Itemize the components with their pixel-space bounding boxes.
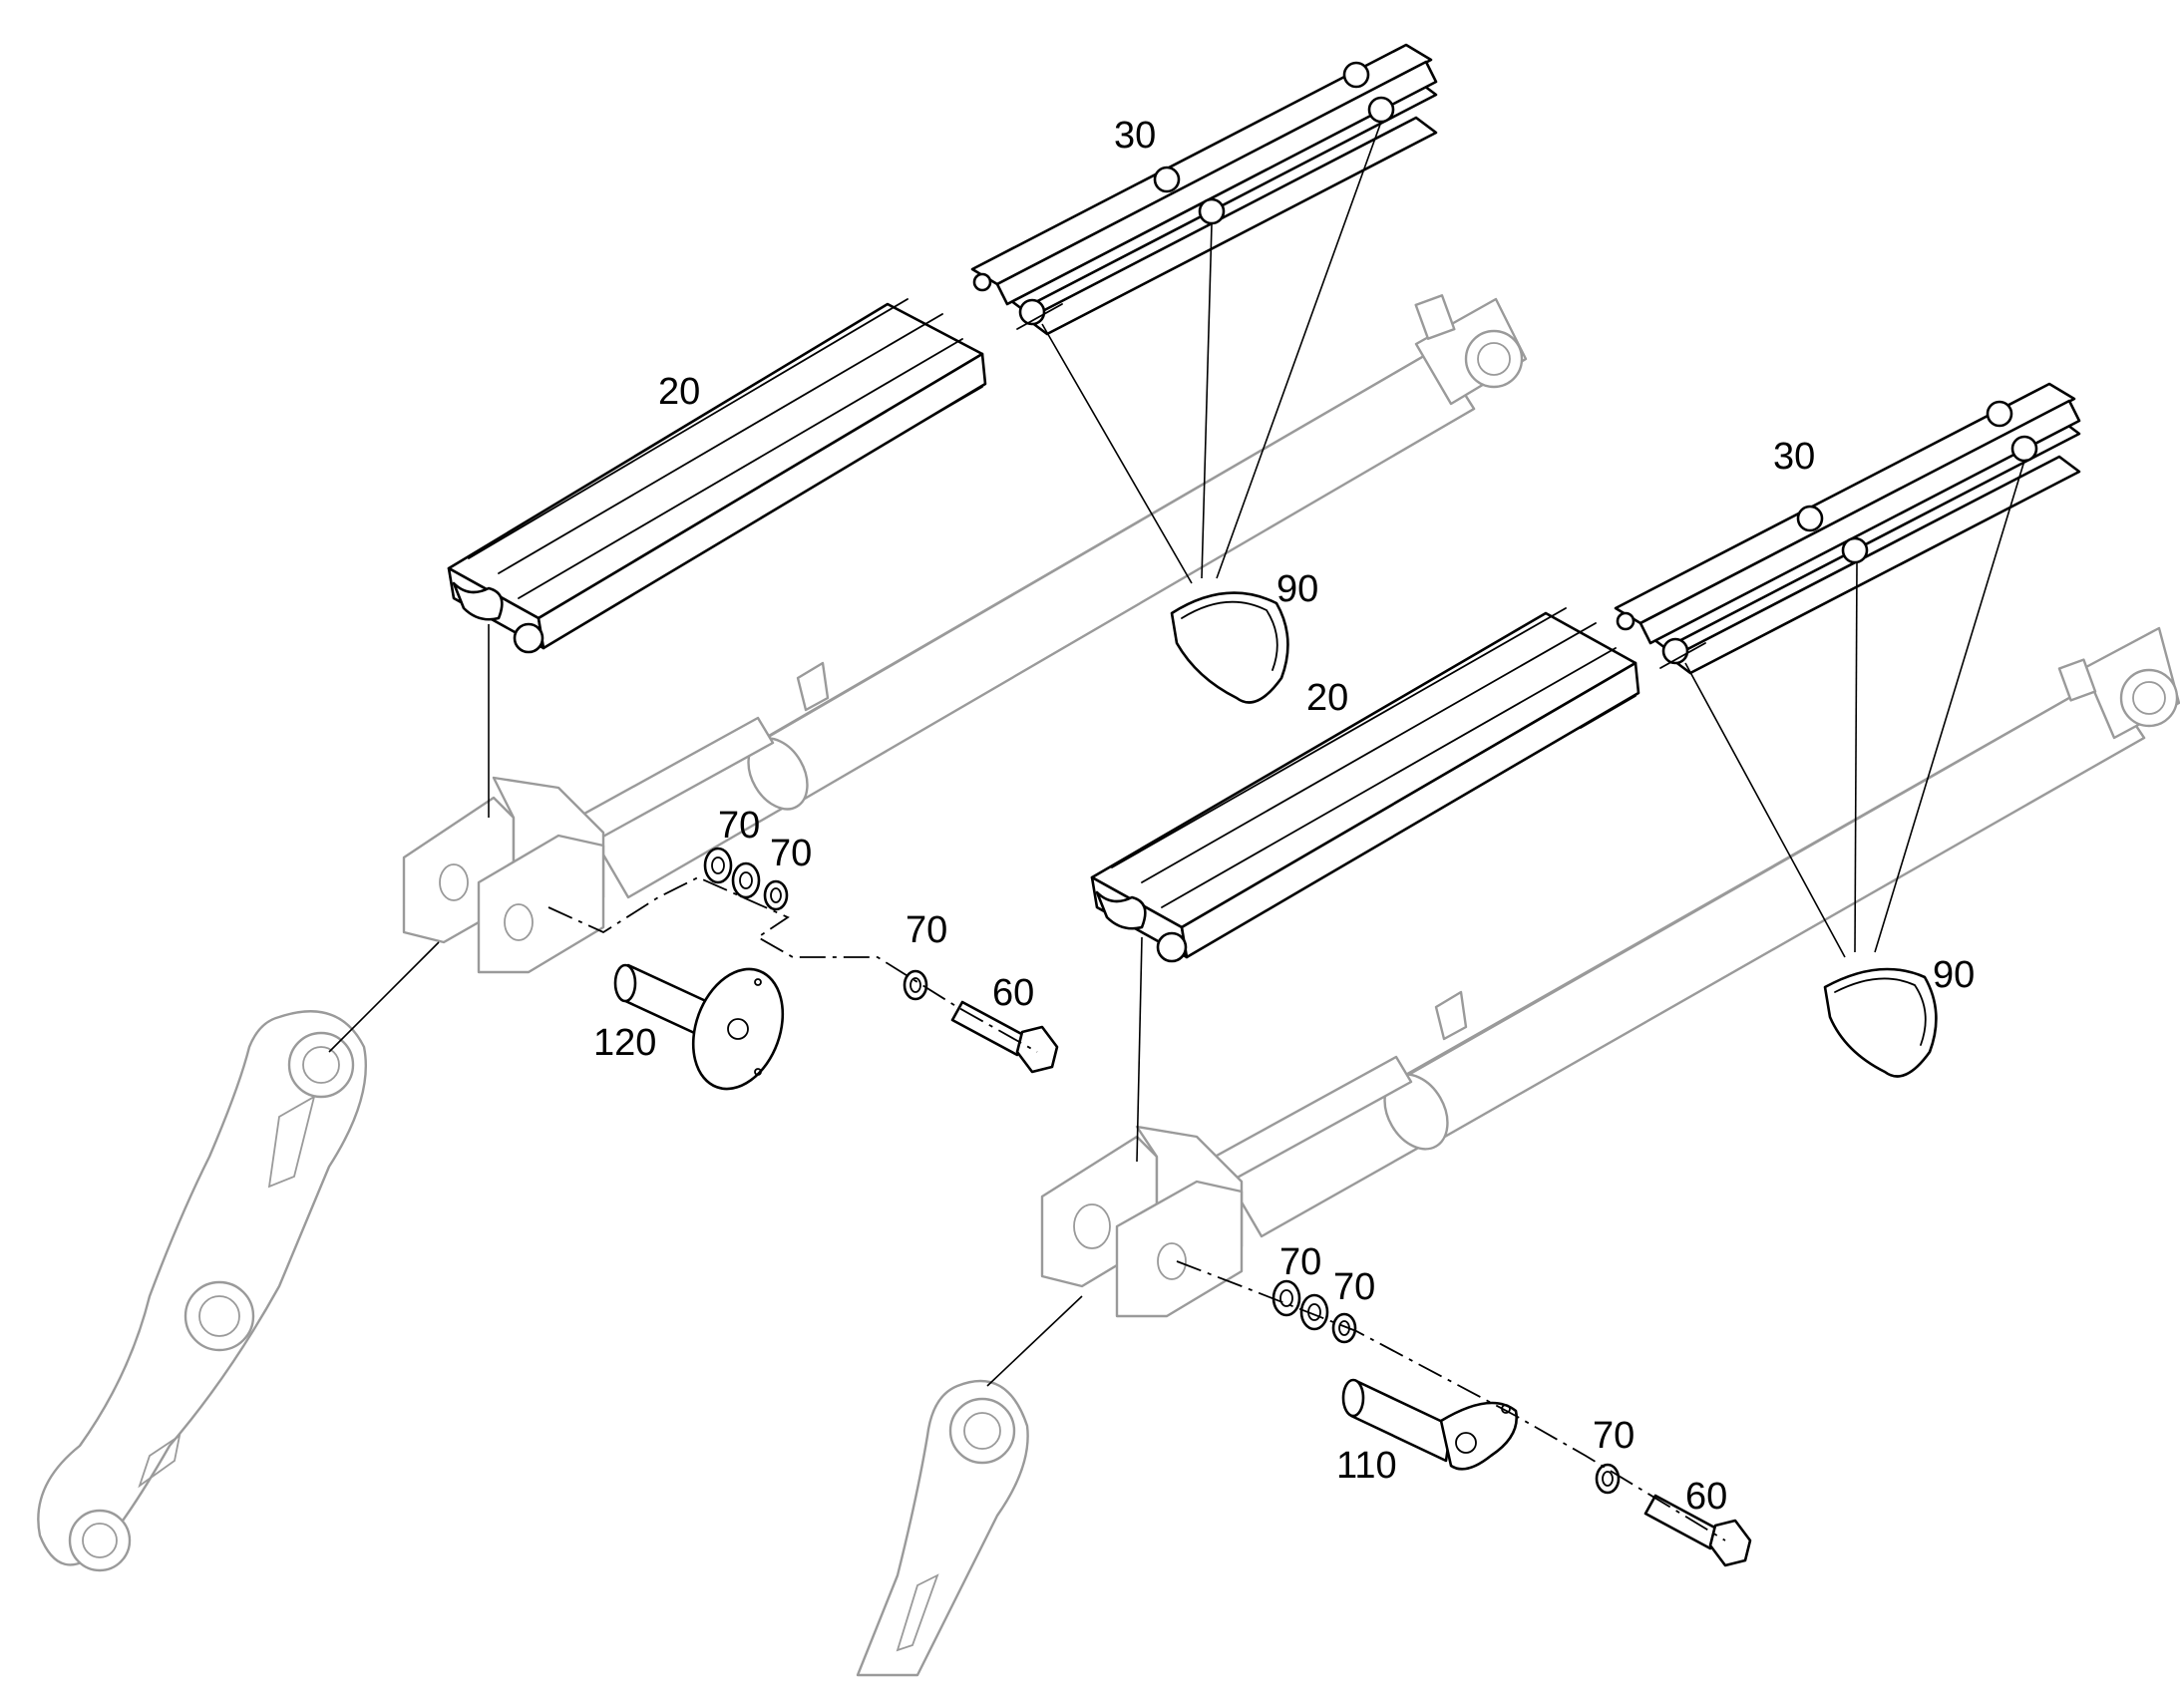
- right-clip-leader-c: [1874, 460, 2025, 953]
- right-lift-arm: [856, 1379, 1029, 1677]
- left-clip-leader-a: [1041, 323, 1193, 584]
- right-guard-tube: [1090, 607, 1640, 963]
- left-spring-clip: [970, 43, 1438, 336]
- right-washer-b: [1299, 1293, 1329, 1331]
- callout-left-washer-b: 70: [770, 833, 812, 874]
- callout-right-guard: 20: [1306, 677, 1348, 719]
- right-clevis-fork: [1040, 1125, 1244, 1318]
- callout-right-pin: 110: [1336, 1445, 1397, 1487]
- right-washer-c: [1331, 1312, 1357, 1344]
- right-washer-d: [1595, 1463, 1621, 1495]
- right-bolt: [1643, 1494, 1752, 1567]
- left-retaining-band: [1170, 591, 1289, 704]
- left-guard-tube: [447, 298, 987, 654]
- left-lift-arm: [37, 1010, 368, 1572]
- callout-left-clip: 30: [1114, 115, 1156, 157]
- right-pin: [1341, 1378, 1519, 1471]
- left-clip-leader-b: [1201, 223, 1213, 579]
- right-clip-leader-a: [1684, 662, 1846, 958]
- left-assembly-axis: [547, 876, 1038, 1053]
- right-hydraulic-cylinder: [1095, 626, 2180, 1248]
- callout-right-band: 90: [1933, 954, 1975, 996]
- right-spring-clip: [1614, 382, 2081, 675]
- left-washer-c: [763, 879, 789, 911]
- callout-left-washer-a: 70: [718, 805, 760, 847]
- left-hydraulic-cylinder: [467, 294, 1528, 904]
- right-clip-leader-b: [1854, 562, 1858, 953]
- left-washer-b: [731, 861, 761, 899]
- callout-left-washer-c: 70: [906, 909, 947, 951]
- left-washer-a: [703, 847, 733, 884]
- right-assembly-axis: [1176, 1260, 1726, 1541]
- callout-left-guard: 20: [658, 371, 700, 413]
- callout-left-bolt: 60: [992, 972, 1034, 1014]
- right-arm-leader: [986, 1295, 1083, 1387]
- callout-left-pin: 120: [593, 1022, 656, 1064]
- left-clevis-fork: [402, 776, 605, 974]
- callout-right-washer-b: 70: [1333, 1266, 1375, 1308]
- left-washer-d: [903, 969, 928, 1001]
- callout-left-band: 90: [1276, 568, 1318, 610]
- callout-right-clip: 30: [1773, 436, 1815, 478]
- right-washer-a: [1272, 1279, 1301, 1317]
- callout-right-washer-c: 70: [1593, 1415, 1635, 1457]
- right-guard-leader: [1136, 936, 1143, 1163]
- callout-right-bolt: 60: [1685, 1476, 1727, 1518]
- callout-right-washer-a: 70: [1279, 1241, 1321, 1283]
- left-arm-leader: [328, 941, 440, 1053]
- left-pin: [613, 963, 785, 1091]
- left-clip-leader-c: [1216, 121, 1382, 579]
- right-retaining-band: [1823, 967, 1938, 1078]
